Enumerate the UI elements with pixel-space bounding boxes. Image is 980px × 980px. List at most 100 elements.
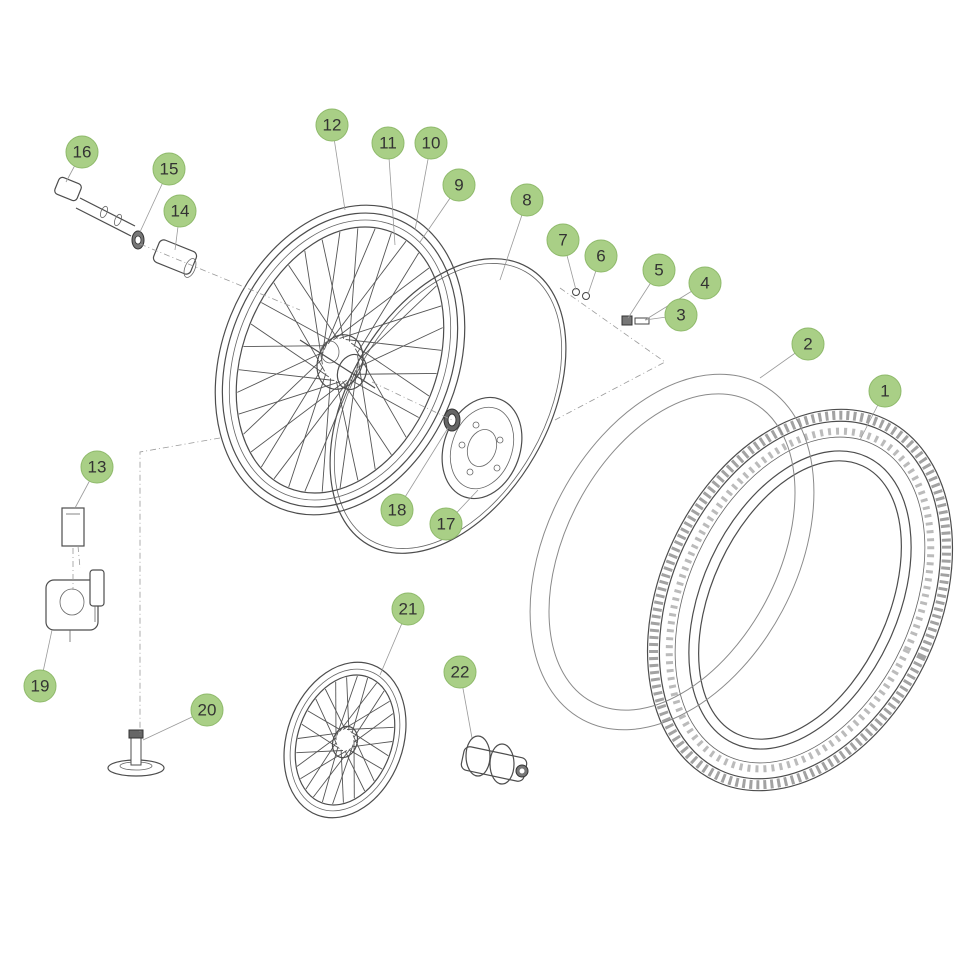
bearing[interactable] [443, 408, 461, 432]
callout-21[interactable]: 21 [391, 592, 425, 626]
spoke [356, 252, 420, 354]
disc-bolt-set[interactable] [572, 288, 650, 326]
spoke [301, 723, 340, 749]
callout-3[interactable]: 3 [664, 298, 698, 332]
callout-22[interactable]: 22 [443, 655, 477, 689]
callout-9[interactable]: 9 [442, 168, 476, 202]
spoke [350, 342, 430, 397]
spokes [237, 228, 443, 492]
callout-11-label: 11 [379, 134, 397, 153]
spoke [351, 741, 393, 748]
callout-15[interactable]: 15 [152, 152, 186, 186]
callout-7[interactable]: 7 [546, 223, 580, 257]
callout-11[interactable]: 11 [371, 126, 405, 160]
spoke [327, 240, 407, 345]
callout-12[interactable]: 12 [315, 108, 349, 142]
callout-15-label: 15 [160, 160, 179, 179]
callout-6[interactable]: 6 [584, 239, 618, 273]
rim-tape[interactable] [281, 217, 614, 594]
callout-19-label: 19 [31, 677, 50, 696]
spoke [353, 372, 437, 375]
brake-disc[interactable] [429, 386, 536, 510]
spoke [335, 381, 359, 481]
callout-1-label: 1 [880, 382, 889, 401]
speed-sensor[interactable] [45, 569, 105, 642]
axle[interactable] [54, 176, 136, 237]
spoke [243, 345, 327, 348]
callout-3-label: 3 [676, 306, 685, 325]
spoke [336, 675, 358, 736]
spoke [342, 700, 390, 730]
callout-14[interactable]: 14 [163, 194, 197, 228]
hub [299, 334, 376, 391]
reflector-sticker[interactable] [61, 507, 85, 547]
callout-13[interactable]: 13 [80, 450, 114, 484]
callout-9-label: 9 [454, 176, 463, 195]
callout-4[interactable]: 4 [688, 266, 722, 300]
spoke [304, 250, 323, 365]
tyre[interactable] [589, 360, 980, 841]
spoke [321, 239, 345, 339]
inner-tube[interactable] [472, 326, 871, 779]
spoke [323, 228, 376, 350]
callout-8-label: 8 [522, 191, 531, 210]
spoke [357, 285, 437, 361]
spoke [250, 323, 330, 378]
spoke [260, 366, 324, 468]
callout-14-label: 14 [171, 202, 190, 221]
spoke [304, 370, 357, 492]
callout-2-label: 2 [803, 335, 812, 354]
callout-13-label: 13 [88, 458, 107, 477]
callout-17-label: 17 [437, 515, 456, 534]
spoke [273, 375, 353, 480]
callout-18-label: 18 [388, 501, 407, 520]
spoke [354, 348, 407, 438]
complete-wheel-assembly[interactable] [263, 645, 427, 835]
spoke [237, 351, 324, 393]
spoke [356, 327, 443, 369]
spoke [313, 748, 351, 798]
spoke [297, 732, 339, 739]
assembly-lines [72, 243, 666, 735]
callout-10[interactable]: 10 [414, 126, 448, 160]
callout-16[interactable]: 16 [65, 135, 99, 169]
callouts: 1 2 3 4 5 6 7 8 9 10 11 12 13 14 15 16 1… [23, 108, 902, 727]
callout-12-label: 12 [323, 116, 342, 135]
spoke [315, 698, 338, 745]
callout-8[interactable]: 8 [510, 183, 544, 217]
spoke [339, 363, 359, 489]
callout-22-label: 22 [451, 663, 470, 682]
spoke [345, 339, 442, 351]
callout-7-label: 7 [558, 231, 567, 250]
callout-5-label: 5 [654, 261, 663, 280]
spoke [238, 369, 335, 381]
spoke [321, 231, 341, 357]
spoke [346, 726, 394, 730]
spoke [350, 731, 389, 757]
main-wheel[interactable] [171, 167, 510, 552]
spoke [348, 228, 359, 342]
spoke [353, 232, 392, 347]
callout-20-label: 20 [198, 701, 217, 720]
spoke [288, 373, 327, 488]
callout-2[interactable]: 2 [791, 327, 825, 361]
tube-valve[interactable] [107, 729, 165, 777]
spoke [243, 359, 323, 435]
callout-19[interactable]: 19 [23, 669, 57, 703]
callout-1[interactable]: 1 [868, 374, 902, 408]
callout-5[interactable]: 5 [642, 253, 676, 287]
spoke [300, 750, 348, 780]
callout-18[interactable]: 18 [380, 493, 414, 527]
callout-6-label: 6 [596, 247, 605, 266]
spacer[interactable] [152, 238, 198, 279]
callout-10-label: 10 [422, 134, 441, 153]
wheel-hub[interactable] [460, 735, 529, 785]
spoke [333, 267, 430, 341]
spoke [339, 305, 442, 339]
axle-nut[interactable] [131, 230, 145, 250]
callout-17[interactable]: 17 [429, 507, 463, 541]
callout-20[interactable]: 20 [190, 693, 224, 727]
spoke [296, 750, 344, 754]
